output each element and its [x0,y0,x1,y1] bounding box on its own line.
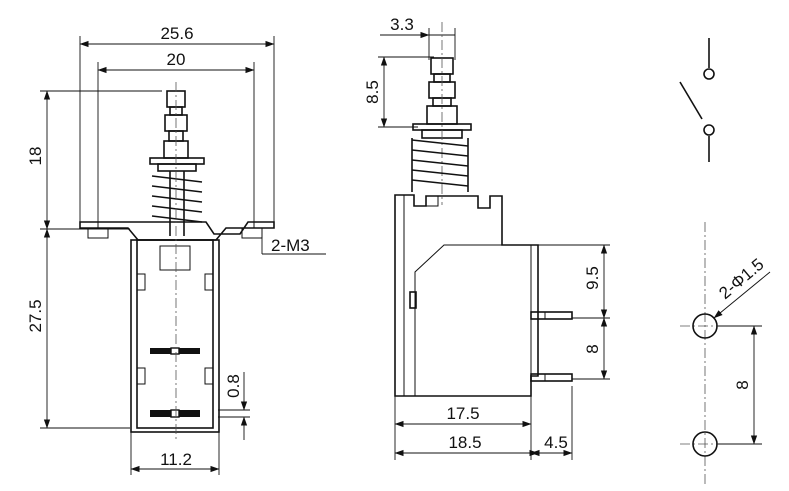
front-body [130,239,220,433]
dim-plunger-width-label: 3.3 [390,15,414,34]
arrow-icon [713,271,771,319]
lower-contact-gap [170,409,180,418]
pcb-hole-top [692,313,718,339]
dim-contact-gap-label: 0.8 [224,374,243,398]
mount-thread-label: 2-M3 [271,236,310,255]
front-extension-lines [40,36,275,475]
dim-terminal-length-label: 4.5 [544,433,568,452]
side-extension-lines [378,28,610,460]
side-terminals [530,311,573,382]
side-body-step [414,244,502,396]
dim-inner-width-label: 20 [167,50,186,69]
front-view: 25.6 20 18 27.5 11.2 0.8 2-M3 [26,24,326,475]
pcb-layout: 2-Φ1.5 8 [680,222,771,485]
front-spring [151,171,203,236]
dim-hole-pitch-label: 8 [733,380,752,389]
dim-overall-width-label: 25.6 [160,24,193,43]
dim-plunger-travel-label: 8.5 [363,80,382,104]
dim-terminal-offset-label: 9.5 [583,266,602,290]
dim-body-width-label: 11.2 [160,450,192,469]
dim-terminal-pitch-label: 8 [583,344,602,353]
front-plunger [149,90,205,172]
dim-body-depth-label: 17.5 [446,404,479,423]
dim-base-depth-label: 18.5 [448,433,481,452]
side-view: 3.3 8.5 [363,15,610,460]
side-body-top-tab [425,195,439,207]
dim-plunger-height-label: 18 [26,147,45,166]
side-body-latch [409,291,417,309]
dim-body-height-label: 27.5 [26,299,45,332]
bracket-slot-left [87,227,109,239]
mounting-bracket [79,221,275,241]
switch-symbol-icon [679,38,715,162]
side-body-outline [394,194,539,397]
pcb-hole-bottom [692,431,718,457]
side-spring [411,138,469,192]
bracket-slot-right [241,227,263,239]
upper-contact-gap [170,347,180,355]
